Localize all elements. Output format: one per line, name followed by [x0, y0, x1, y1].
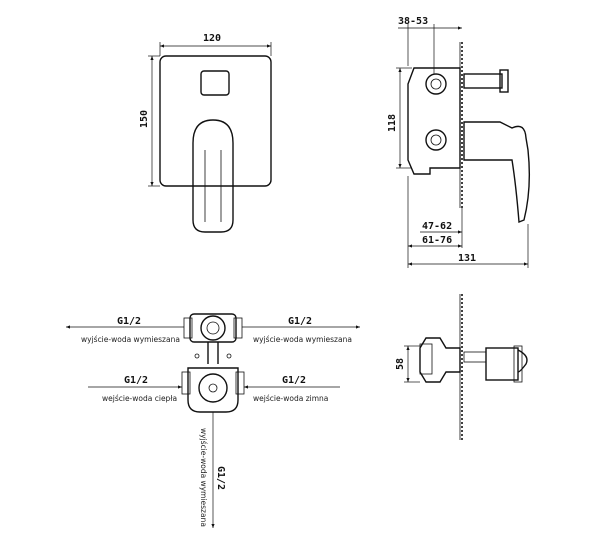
- lower-body: [187, 367, 239, 413]
- upper-body: [189, 313, 237, 343]
- side-mid-range-dimension: 61-76: [422, 235, 452, 246]
- top-left-port-label: wyjście-woda wymieszana: [81, 335, 180, 344]
- cover-plate: [159, 55, 272, 187]
- bottom-thread: G1/2: [215, 466, 226, 490]
- top-right-port-label: wyjście-woda wymieszana: [253, 335, 352, 344]
- side-height-dimension: 118: [387, 114, 398, 132]
- valve-body: [407, 67, 461, 175]
- diverter-knob: [463, 73, 503, 89]
- top-right-thread: G1/2: [288, 316, 312, 327]
- top-left-thread: G1/2: [117, 316, 141, 327]
- lower-height-dimension: 58: [395, 358, 406, 370]
- handle-inner: [204, 150, 222, 222]
- ports-view: G1/2 wyjście-woda wymieszana G1/2 wyjści…: [66, 313, 360, 528]
- bottom-port-label: wyjście-woda wymieszana: [199, 428, 208, 527]
- mid-right-thread: G1/2: [282, 375, 306, 386]
- mid-right-port-label: wejście-woda zimna: [253, 394, 328, 403]
- mid-left-port-label: wejście-woda ciepła: [102, 394, 177, 403]
- front-height-dimension: 150: [139, 110, 150, 128]
- mid-left-thread: G1/2: [124, 375, 148, 386]
- front-width-dimension: 120: [203, 33, 221, 44]
- side-inner-range-dimension: 47-62: [422, 221, 452, 232]
- side-view: 38-53 118 47-62 61-76 131: [387, 16, 531, 268]
- upper-port: [425, 73, 447, 95]
- side-total-depth-dimension: 131: [458, 253, 476, 264]
- diverter-button: [200, 70, 230, 96]
- side-top-range-dimension: 38-53: [398, 16, 428, 27]
- front-view: 120 150: [139, 33, 272, 233]
- lower-port: [425, 129, 447, 151]
- lower-valve-body: [419, 337, 461, 383]
- lower-knob: [485, 347, 519, 381]
- handle-lever: [192, 119, 234, 233]
- lower-side-view: 58: [395, 294, 528, 440]
- side-handle: [463, 121, 531, 224]
